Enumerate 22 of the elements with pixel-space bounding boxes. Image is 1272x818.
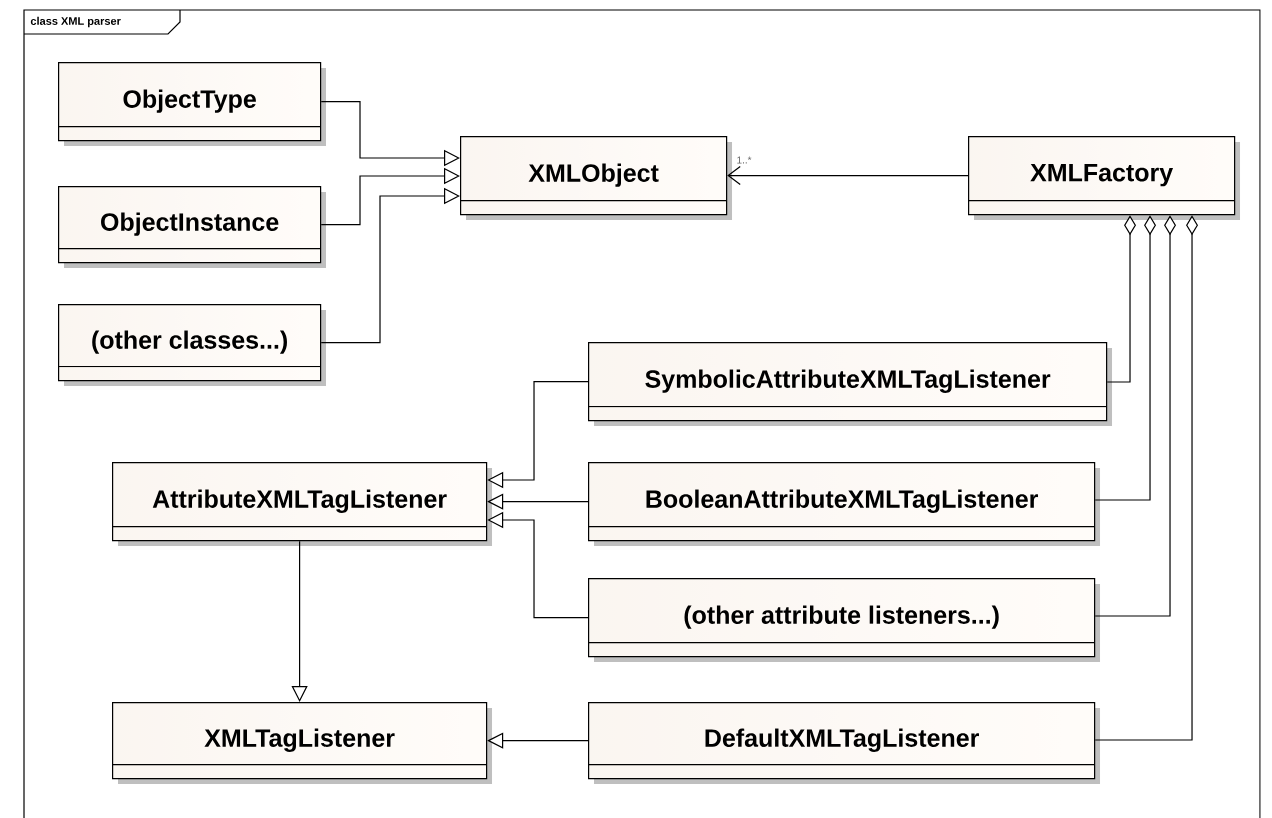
- class-box: ObjectType: [58, 62, 326, 146]
- class-box: XMLObject: [460, 136, 732, 220]
- connector: [487, 493, 589, 510]
- class-box: (other attribute listeners...): [588, 578, 1100, 662]
- connector: [1094, 215, 1176, 617]
- connector: [727, 166, 969, 186]
- class-box: XMLTagListener: [112, 702, 492, 784]
- connector: [1094, 215, 1198, 741]
- class-box: SymbolicAttributeXMLTagListener: [588, 342, 1112, 426]
- connector: [291, 540, 308, 702]
- class-box: AttributeXMLTagListener: [112, 462, 492, 546]
- class-box: ObjectInstance: [58, 186, 326, 268]
- class-box: (other classes...): [58, 304, 326, 386]
- connector: [320, 187, 460, 344]
- connector: [487, 381, 589, 489]
- connector: [320, 167, 460, 226]
- class-box: DefaultXMLTagListener: [588, 702, 1100, 784]
- connector: [1106, 215, 1136, 383]
- class-box: BooleanAttributeXMLTagListener: [588, 462, 1100, 546]
- connector: [1094, 215, 1156, 501]
- connector: [487, 732, 589, 749]
- class-box: XMLFactory: [968, 136, 1240, 220]
